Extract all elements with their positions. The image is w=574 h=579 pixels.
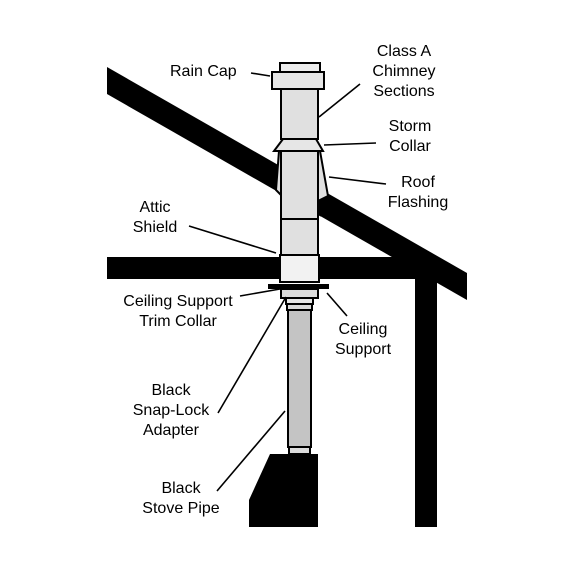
storm-collar [272, 138, 325, 152]
attic-shield-line-2: Shield [132, 219, 178, 236]
stove-pipe-line-1: Black [161, 480, 201, 497]
snap-lock-adapter-line-1: Black [151, 382, 191, 399]
chimney-section-middle [280, 150, 319, 220]
label-storm-collar: Storm Collar [378, 117, 442, 157]
ceiling-support-body [280, 288, 319, 299]
leader-ceiling-support [326, 292, 348, 317]
trim-collar-line-2: Trim Collar [139, 313, 217, 330]
leader-storm-collar [323, 142, 377, 146]
attic-shield [279, 254, 320, 283]
leader-roof-flashing [328, 176, 387, 185]
wall-stud [415, 257, 437, 527]
roof-flashing-line-1: Roof [401, 174, 435, 191]
storm-collar-line-2: Collar [389, 138, 431, 155]
stove-pipe-line-2: Stove Pipe [142, 500, 220, 517]
stove [249, 454, 318, 527]
leader-rain-cap [250, 72, 271, 77]
chimney-section-upper [280, 88, 319, 140]
stove-pipe [287, 309, 312, 448]
leader-trim-collar [239, 288, 281, 297]
rain-cap-text: Rain Cap [170, 63, 237, 80]
label-roof-flashing: Roof Flashing [378, 173, 458, 213]
label-trim-collar: Ceiling Support Trim Collar [122, 292, 234, 332]
label-rain-cap: Rain Cap [170, 62, 237, 82]
rain-cap-body [271, 71, 325, 90]
chimney-sections-line-1: Class A [376, 43, 432, 60]
chimney-sections-line-3: Sections [373, 83, 435, 100]
rain-cap-top [279, 62, 321, 73]
label-stove-pipe: Black Stove Pipe [132, 479, 230, 519]
attic-shield-line-1: Attic [139, 199, 171, 216]
label-chimney-sections: Class A Chimney Sections [364, 42, 444, 102]
ceiling-joist [107, 257, 437, 279]
ceiling-support-line-1: Ceiling [338, 321, 388, 338]
leader-attic-shield [188, 225, 277, 254]
leader-lines [188, 72, 387, 492]
chimney-section-lower [280, 218, 319, 256]
storm-collar-line-1: Storm [388, 118, 432, 135]
leader-snap-lock-adapter [217, 296, 287, 414]
snap-lock-adapter [288, 446, 311, 455]
ceiling-support-plate [268, 284, 329, 289]
leader-chimney-sections [318, 83, 361, 118]
roof-flashing-line-2: Flashing [387, 194, 449, 211]
snap-lock-adapter-line-2: Snap-Lock [132, 402, 210, 419]
ceiling-support-line-2: Support [334, 341, 392, 358]
label-attic-shield: Attic Shield [122, 198, 188, 238]
label-ceiling-support: Ceiling Support [328, 320, 398, 360]
chimney-sections-line-2: Chimney [372, 63, 436, 80]
snap-lock-adapter-line-3: Adapter [142, 422, 200, 439]
label-snap-lock-adapter: Black Snap-Lock Adapter [128, 381, 214, 441]
trim-collar-line-1: Ceiling Support [123, 293, 233, 310]
leader-stove-pipe [216, 410, 286, 492]
